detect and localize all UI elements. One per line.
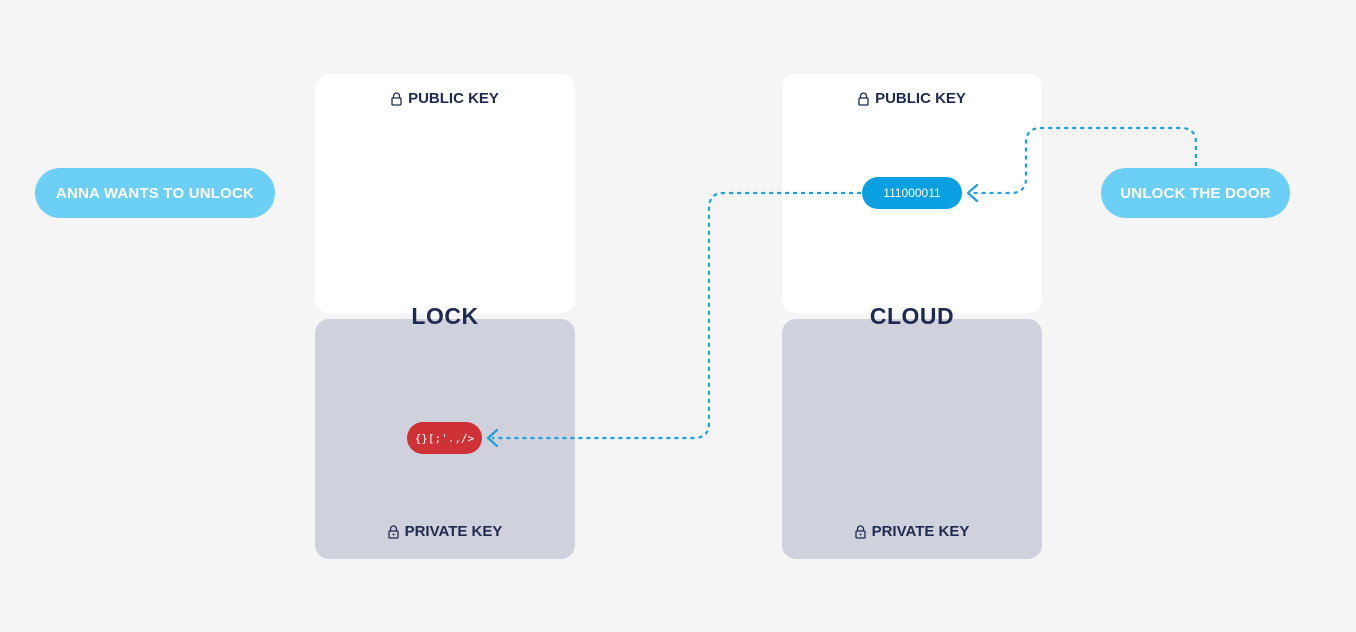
unlock-the-door-pill: UNLOCK THE DOOR bbox=[1101, 168, 1290, 218]
cipher-token: 111000011 bbox=[862, 177, 962, 209]
arrowhead-into-cipher bbox=[966, 183, 979, 203]
connector-cipher-to-private bbox=[492, 191, 861, 440]
lock-private-key-text: PRIVATE KEY bbox=[404, 523, 503, 540]
cloud-title: CLOUD bbox=[869, 303, 955, 329]
cloud-public-key-text: PUBLIC KEY bbox=[875, 90, 966, 107]
arrowhead-into-private bbox=[486, 428, 499, 448]
padlock-icon bbox=[391, 91, 402, 106]
private-key-token: {}[;'.,/> bbox=[407, 422, 482, 454]
lock-public-key-panel: PUBLIC KEY bbox=[315, 74, 575, 313]
cloud-private-key-panel: PRIVATE KEY bbox=[782, 319, 1042, 559]
padlock-icon bbox=[387, 524, 399, 539]
padlock-icon bbox=[858, 91, 869, 106]
cloud-public-key-label: PUBLIC KEY bbox=[782, 90, 1042, 107]
anna-wants-to-unlock-pill: ANNA WANTS TO UNLOCK bbox=[35, 168, 275, 218]
lock-public-key-text: PUBLIC KEY bbox=[408, 90, 499, 107]
cloud-private-key-label: PRIVATE KEY bbox=[782, 523, 1042, 540]
cloud-private-key-text: PRIVATE KEY bbox=[871, 523, 970, 540]
padlock-icon bbox=[854, 524, 866, 539]
connector-request-to-cipher bbox=[972, 126, 1198, 195]
lock-public-key-label: PUBLIC KEY bbox=[315, 90, 575, 107]
lock-title: LOCK bbox=[411, 303, 479, 329]
lock-private-key-label: PRIVATE KEY bbox=[315, 523, 575, 540]
